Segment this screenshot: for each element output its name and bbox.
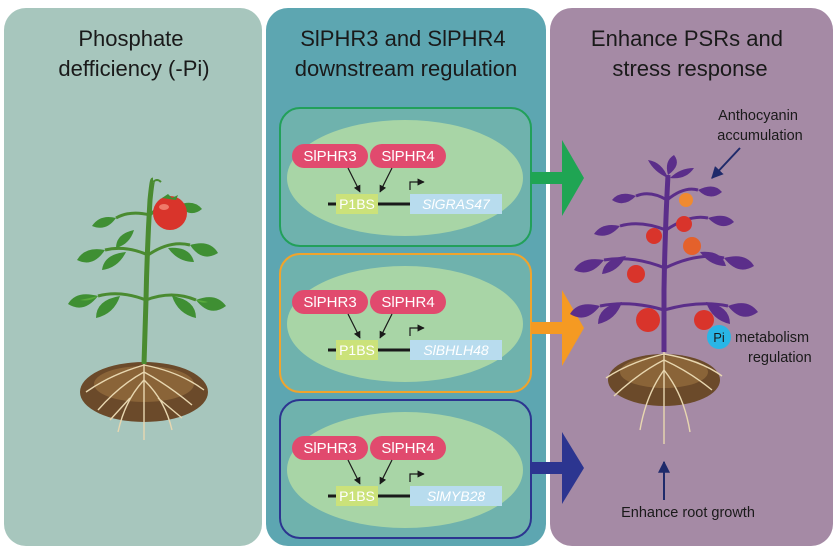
anthocyanin-label: Anthocyanin accumulation	[717, 108, 802, 144]
roots-icon	[80, 362, 208, 440]
tf-pill-slphr3: SlPHR3	[303, 148, 356, 165]
tf-pill-slphr3: SlPHR3	[303, 440, 356, 457]
gene-slgras47: SlGRAS47	[422, 196, 491, 212]
regulation-box-bhlh48: SlPHR3 SlPHR4 P1BS SlBHLH48	[279, 253, 532, 393]
pi-metabolism-line2: regulation	[748, 350, 812, 366]
panel-right-title: Enhance PSRs and stress response	[591, 26, 789, 81]
green-tomato-plant-icon	[68, 177, 226, 440]
panel-left-title: Phosphate defficiency (-Pi)	[58, 26, 209, 81]
p1bs-element: P1BS	[339, 342, 375, 358]
panel-middle-title-line2: downstream regulation	[295, 56, 518, 81]
panel-left	[4, 8, 262, 546]
pi-badge-circle	[707, 325, 731, 349]
panel-middle-title-line1: SlPHR3 and SlPHR4	[300, 26, 505, 51]
anthocyanin-arrow	[711, 147, 741, 179]
p1bs-element: P1BS	[339, 196, 375, 212]
pi-metabolism-line1: metabolism	[735, 330, 809, 346]
anthocyanin-label-line2: accumulation	[717, 128, 802, 144]
panel-right-title-line2: stress response	[612, 56, 767, 81]
roots-icon	[605, 350, 723, 444]
panel-middle-title: SlPHR3 and SlPHR4 downstream regulation	[295, 26, 518, 81]
gene-slbhlh48: SlBHLH48	[423, 342, 489, 358]
anthocyanin-label-line1: Anthocyanin	[718, 108, 798, 124]
purple-tomato-plant-icon	[570, 155, 758, 444]
pi-metabolism-label: metabolism regulation	[735, 330, 813, 366]
pi-badge: Pi	[713, 330, 725, 345]
tf-pill-slphr3: SlPHR3	[303, 294, 356, 311]
tomato-icon	[627, 193, 714, 332]
tomato-icon	[153, 196, 187, 230]
panel-right-title-line1: Enhance PSRs and	[591, 26, 783, 51]
arrow-orange	[531, 290, 584, 366]
tf-pill-slphr4: SlPHR4	[381, 440, 434, 457]
p1bs-element: P1BS	[339, 488, 375, 504]
root-growth-label: Enhance root growth	[621, 505, 755, 521]
arrow-green	[531, 140, 584, 216]
regulation-box-grass47: SlPHR3 SlPHR4 P1BS SlGRAS47	[279, 107, 532, 247]
gene-slmyb28: SlMYB28	[427, 488, 486, 504]
tf-pill-slphr4: SlPHR4	[381, 294, 434, 311]
tf-pill-slphr4: SlPHR4	[381, 148, 434, 165]
regulation-box-myb28: SlPHR3 SlPHR4 P1BS SlMYB28	[279, 399, 532, 539]
panel-left-title-line2: defficiency (-Pi)	[58, 56, 209, 81]
panel-right	[550, 8, 833, 546]
arrow-navy	[531, 432, 584, 504]
panel-left-title-line1: Phosphate	[78, 26, 183, 51]
